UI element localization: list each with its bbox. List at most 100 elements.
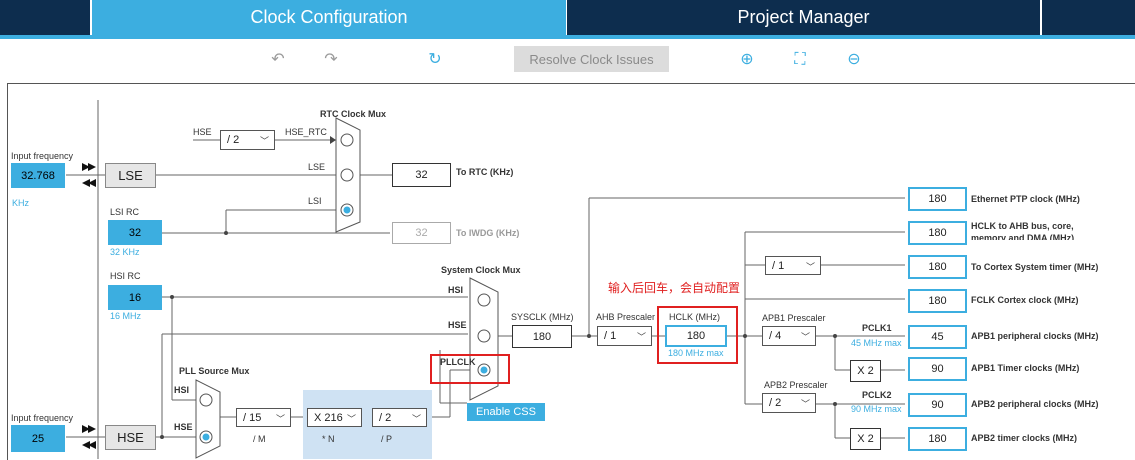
lsi-rc-unit: 32 KHz bbox=[110, 247, 140, 257]
tab-spacer-left bbox=[0, 0, 90, 35]
apb1-timer-clocks-label: APB1 Timer clocks (MHz) bbox=[971, 363, 1080, 373]
pll-p-select[interactable]: / 2 ﹀ bbox=[372, 408, 427, 427]
enable-css-button[interactable]: Enable CSS bbox=[467, 403, 545, 421]
tab-clock-configuration[interactable]: Clock Configuration bbox=[92, 0, 566, 35]
pll-n-label: * N bbox=[322, 434, 335, 444]
chevron-down-icon: ﹀ bbox=[805, 262, 815, 272]
sys-mux-hsi-label: HSI bbox=[448, 285, 464, 295]
zoom-out-icon[interactable]: ⊖ bbox=[847, 51, 861, 68]
annotation-highlight-hclk bbox=[657, 306, 738, 364]
rtc-lsi-label: LSI bbox=[308, 196, 322, 206]
sys-mux-pllclk-label: PLLCLK bbox=[440, 357, 476, 367]
refresh-icon[interactable]: ↻ bbox=[428, 51, 442, 68]
apb2-prescaler-label: APB2 Prescaler bbox=[764, 380, 828, 390]
annotation-highlight-pllclk bbox=[430, 354, 510, 384]
pll-n-select[interactable]: X 216﹀ bbox=[307, 408, 362, 427]
hsi-rc-value: 16 bbox=[108, 285, 162, 310]
sysclk-value: 180 bbox=[512, 325, 572, 348]
apb2-prescaler-value: / 2 bbox=[769, 397, 782, 409]
apb1-timer-multiplier: X 2 bbox=[850, 360, 881, 382]
resolve-clock-issues-button[interactable]: Resolve Clock Issues bbox=[514, 46, 669, 72]
to-rtc-label: To RTC (KHz) bbox=[456, 167, 514, 177]
chevron-down-icon: ﹀ bbox=[259, 136, 269, 146]
hsi-rc-label: HSI RC bbox=[110, 271, 141, 281]
hclk-input[interactable]: 180 bbox=[665, 325, 727, 347]
apb2-peripheral-clocks-label: APB2 peripheral clocks (MHz) bbox=[971, 399, 1099, 409]
chevron-down-icon: ﹀ bbox=[800, 332, 810, 342]
tab-underline bbox=[0, 35, 1135, 39]
pll-mux-hse-label: HSE bbox=[174, 422, 193, 432]
pll-n-value: X 216 bbox=[314, 411, 343, 424]
pll-p-label: / P bbox=[381, 434, 393, 444]
hse-block: HSE bbox=[105, 425, 156, 450]
lse-input-frequency-label: Input frequency bbox=[11, 151, 74, 161]
rtc-clock-mux-title: RTC Clock Mux bbox=[320, 109, 387, 119]
chevron-down-icon: ﹀ bbox=[411, 414, 421, 424]
cortex-timer-divider-select[interactable]: / 1 ﹀ bbox=[765, 256, 821, 275]
ahb-prescaler-select[interactable]: / 1 ﹀ bbox=[597, 326, 652, 346]
ahb-prescaler-value: / 1 bbox=[604, 330, 617, 342]
rtc-hse-divider-value: / 2 bbox=[227, 134, 240, 146]
apb2-timer-clocks-label: APB2 timer clocks (MHz) bbox=[971, 433, 1078, 443]
hclk-label: HCLK (MHz) bbox=[669, 312, 720, 322]
hse-rtc-label: HSE_RTC bbox=[285, 127, 327, 137]
apb1-prescaler-label: APB1 Prescaler bbox=[762, 313, 826, 323]
chevron-down-icon: ﹀ bbox=[636, 332, 646, 342]
chevron-down-icon: ﹀ bbox=[800, 399, 810, 409]
pclk2-max-label: 90 MHz max bbox=[851, 404, 902, 414]
apb1-prescaler-select[interactable]: / 4 ﹀ bbox=[762, 326, 816, 346]
redo-icon[interactable]: ↷ bbox=[324, 51, 338, 68]
chevron-down-icon: ﹀ bbox=[275, 414, 285, 424]
pclk1-max-label: 45 MHz max bbox=[851, 338, 902, 348]
pll-source-mux-title: PLL Source Mux bbox=[179, 366, 250, 376]
ethernet-ptp-clock-value[interactable]: 180 bbox=[908, 187, 967, 211]
to-iwdg-label: To IWDG (KHz) bbox=[456, 228, 520, 238]
clock-tree-canvas bbox=[7, 83, 1135, 460]
rtc-hse-label: HSE bbox=[193, 127, 212, 137]
hclk-ahb-label: HCLK to AHB bus, core, memory and DMA (M… bbox=[971, 221, 1075, 240]
lsi-rc-value: 32 bbox=[108, 220, 162, 245]
rtc-hse-divider-select[interactable]: / 2 ﹀ bbox=[220, 130, 275, 150]
zoom-in-icon[interactable]: ⊕ bbox=[740, 51, 754, 68]
apb2-prescaler-select[interactable]: / 2 ﹀ bbox=[762, 393, 816, 413]
cortex-system-timer-label: To Cortex System timer (MHz) bbox=[971, 262, 1099, 272]
chevron-down-icon: ﹀ bbox=[346, 414, 356, 424]
hclk-max-label: 180 MHz max bbox=[668, 348, 724, 358]
ahb-prescaler-label: AHB Prescaler bbox=[596, 312, 656, 322]
tab-bar: Clock Configuration Project Manager bbox=[0, 0, 1135, 40]
hse-input-frequency-field[interactable]: 25 bbox=[11, 425, 65, 452]
pll-m-select[interactable]: / 15 ﹀ bbox=[236, 408, 291, 427]
apb2-timer-clocks-value[interactable]: 180 bbox=[908, 427, 967, 451]
apb1-prescaler-value: / 4 bbox=[769, 330, 782, 342]
pll-m-value: / 15 bbox=[243, 411, 262, 424]
ethernet-ptp-clock-label: Ethernet PTP clock (MHz) bbox=[971, 194, 1080, 204]
pclk2-label: PCLK2 bbox=[862, 390, 892, 400]
apb1-timer-clocks-value[interactable]: 90 bbox=[908, 357, 967, 381]
cortex-timer-divider-value: / 1 bbox=[772, 259, 785, 272]
fit-screen-icon[interactable]: ⛶ bbox=[794, 51, 806, 68]
cortex-system-timer-value[interactable]: 180 bbox=[908, 255, 967, 279]
hse-input-frequency-label: Input frequency bbox=[11, 413, 74, 423]
undo-icon[interactable]: ↶ bbox=[271, 51, 285, 68]
lse-unit: KHz bbox=[12, 198, 30, 208]
lsi-rc-label: LSI RC bbox=[110, 207, 140, 217]
fclk-cortex-value[interactable]: 180 bbox=[908, 289, 967, 313]
pll-p-value: / 2 bbox=[379, 411, 392, 424]
annotation-note: 输入后回车，会自动配置 bbox=[608, 281, 741, 295]
pll-m-label: / M bbox=[253, 434, 266, 444]
lse-input-frequency-field[interactable]: 32.768 bbox=[11, 163, 65, 188]
sys-mux-hse-label: HSE bbox=[448, 320, 467, 330]
apb2-peripheral-clocks-value[interactable]: 90 bbox=[908, 393, 967, 417]
system-clock-mux-title: System Clock Mux bbox=[441, 265, 521, 275]
apb1-peripheral-clocks-value[interactable]: 45 bbox=[908, 325, 967, 349]
sysclk-label: SYSCLK (MHz) bbox=[511, 312, 574, 322]
hsi-rc-unit: 16 MHz bbox=[110, 311, 142, 321]
apb2-timer-multiplier: X 2 bbox=[850, 428, 881, 450]
hclk-ahb-value[interactable]: 180 bbox=[908, 221, 967, 245]
pll-mux-hsi-label: HSI bbox=[174, 385, 190, 395]
rtc-lse-label: LSE bbox=[308, 162, 326, 172]
tab-project-manager[interactable]: Project Manager bbox=[567, 0, 1040, 35]
tab-spacer-right bbox=[1042, 0, 1135, 35]
fclk-cortex-label: FCLK Cortex clock (MHz) bbox=[971, 295, 1079, 305]
